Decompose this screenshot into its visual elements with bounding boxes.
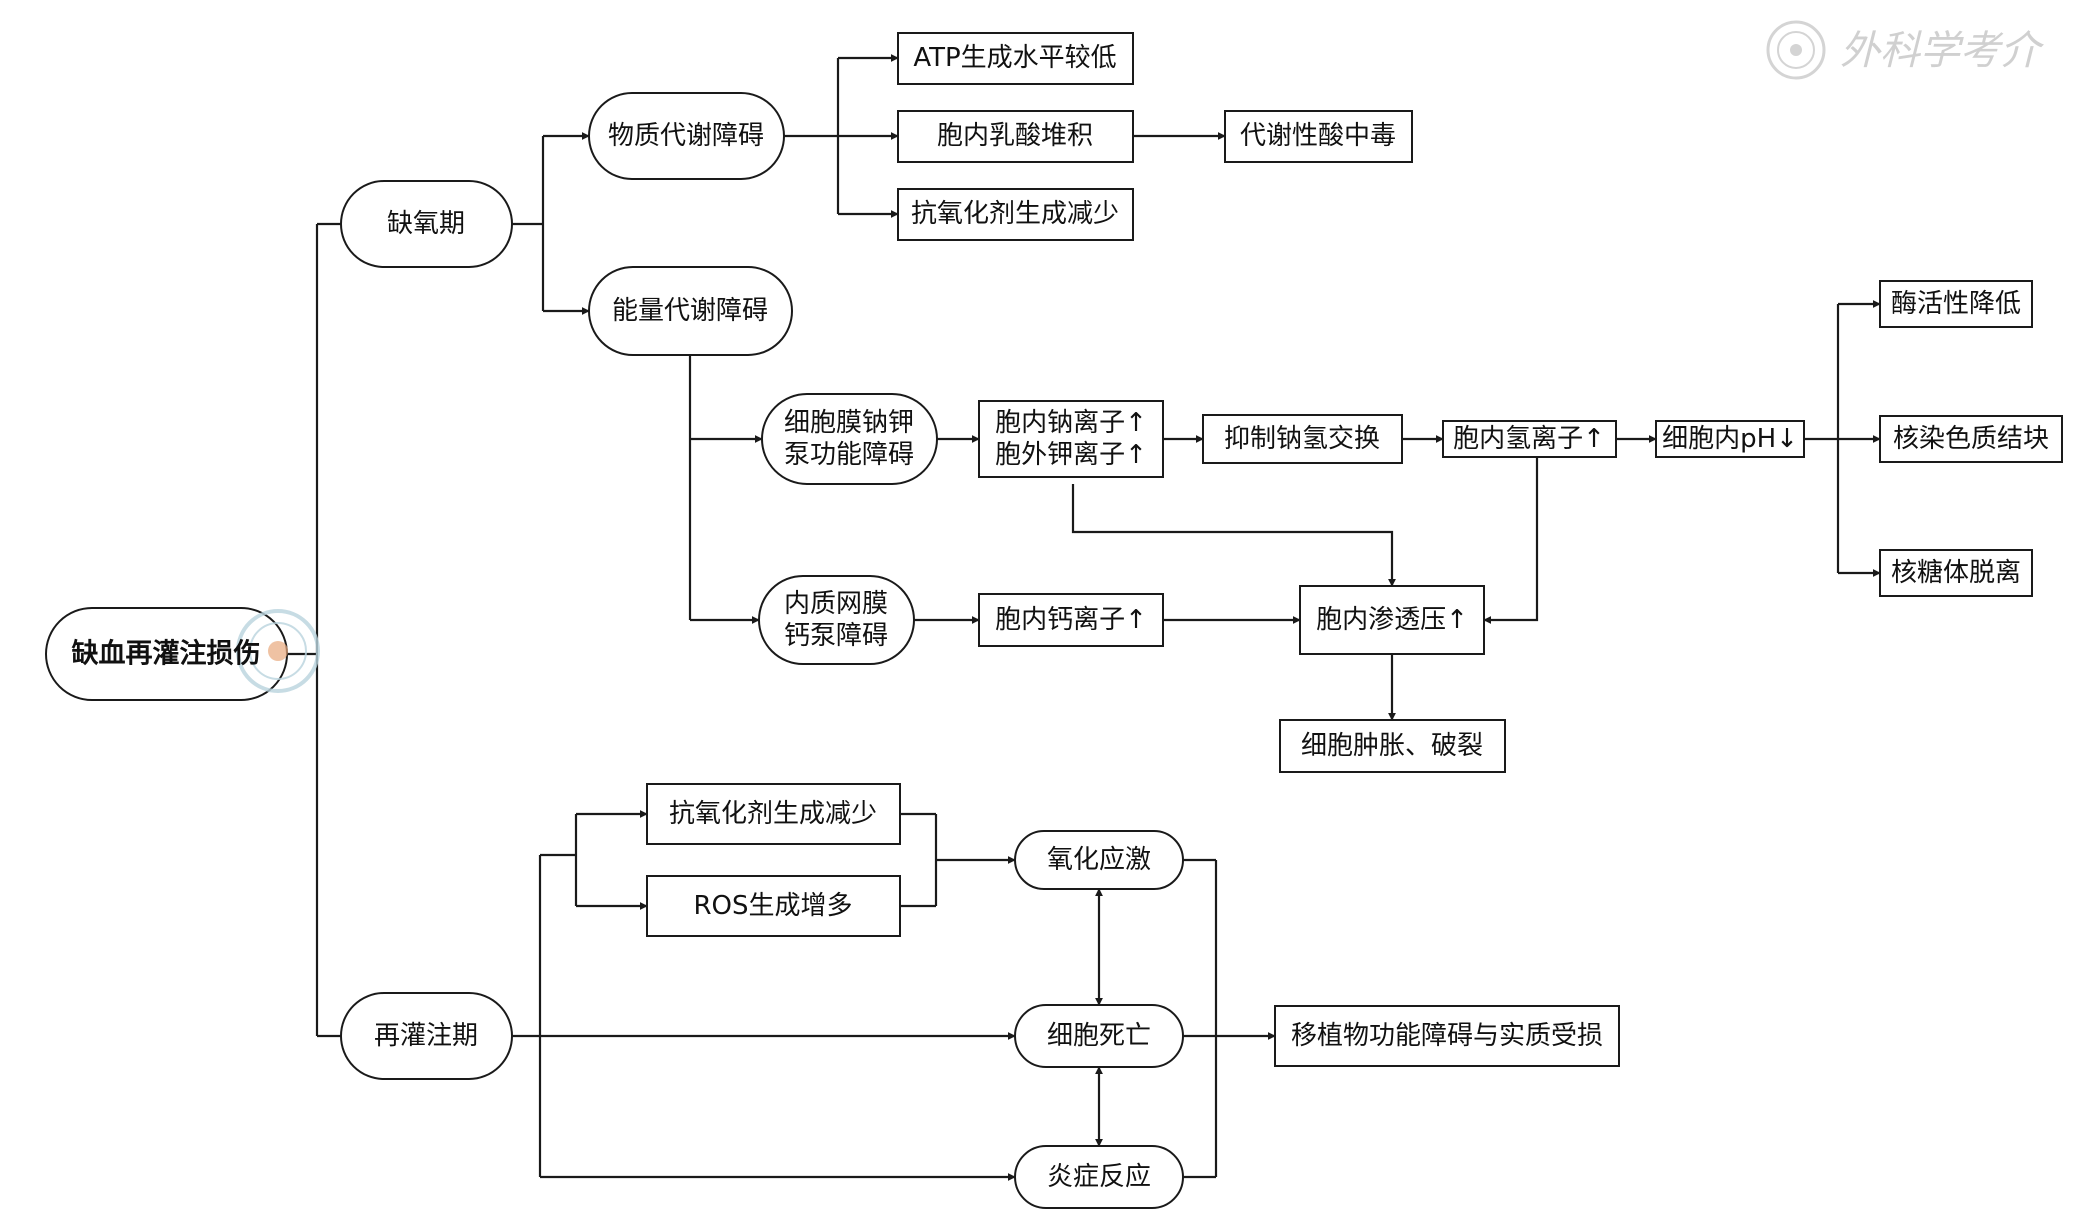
- text-line: 胞外钾离子↑: [995, 440, 1147, 470]
- atp-low-label: ATP生成水平较低: [913, 43, 1116, 73]
- node-inflammation: 炎症反应: [1014, 1145, 1184, 1209]
- osmotic-label: 胞内渗透压↑: [1316, 605, 1468, 635]
- node-reperfusion: 再灌注期: [340, 992, 513, 1080]
- oxidative-stress-label: 氧化应激: [1047, 845, 1151, 875]
- text-line: 细胞膜钠钾: [784, 408, 914, 438]
- seal-watermark-icon: [236, 609, 320, 693]
- node-lactate: 胞内乳酸堆积: [897, 110, 1134, 163]
- node-na-h-inhibit: 抑制钠氢交换: [1202, 414, 1403, 464]
- node-ph: 细胞内pH↓: [1655, 420, 1805, 458]
- text-line: 泵功能障碍: [784, 440, 914, 470]
- node-material-metabolism: 物质代谢障碍: [588, 92, 785, 180]
- node-outcome: 移植物功能障碍与实质受损: [1274, 1005, 1620, 1067]
- connectors: [287, 54, 1881, 1181]
- node-na-k-pump: 细胞膜钠钾泵功能障碍: [761, 393, 938, 485]
- node-cell-death: 细胞死亡: [1014, 1004, 1184, 1068]
- node-energy-metabolism: 能量代谢障碍: [588, 266, 793, 356]
- node-ischemia: 缺氧期: [340, 180, 513, 268]
- text-line: 胞内钠离子↑: [995, 408, 1147, 438]
- node-na-k-ions: 胞内钠离子↑胞外钾离子↑: [978, 400, 1164, 478]
- lactate-label: 胞内乳酸堆积: [937, 121, 1093, 151]
- root-label: 缺血再灌注损伤: [72, 638, 261, 670]
- watermark: 外科学考介: [1766, 20, 2044, 80]
- chromatin-label: 核染色质结块: [1893, 424, 2049, 454]
- node-chromatin: 核染色质结块: [1879, 415, 2063, 463]
- node-antioxidant-reperfusion: 抗氧化剂生成减少: [646, 783, 901, 845]
- node-swelling: 细胞肿胀、破裂: [1279, 719, 1506, 773]
- node-ros: ROS生成增多: [646, 875, 901, 937]
- node-acidosis: 代谢性酸中毒: [1224, 110, 1413, 163]
- energy-metabolism-label: 能量代谢障碍: [612, 296, 768, 326]
- ph-label: 细胞内pH↓: [1662, 424, 1798, 454]
- na-k-pump-label: 细胞膜钠钾泵功能障碍: [784, 408, 914, 470]
- enzyme-activity-label: 酶活性降低: [1891, 289, 2021, 319]
- antioxidant-ischemia-label: 抗氧化剂生成减少: [911, 199, 1119, 229]
- outcome-label: 移植物功能障碍与实质受损: [1291, 1021, 1603, 1051]
- na-h-inhibit-label: 抑制钠氢交换: [1224, 424, 1380, 454]
- antioxidant-reperfusion-label: 抗氧化剂生成减少: [669, 799, 877, 829]
- node-er-pump: 内质网膜钙泵障碍: [758, 575, 915, 665]
- reperfusion-label: 再灌注期: [374, 1021, 478, 1051]
- ca-ion-label: 胞内钙离子↑: [995, 605, 1147, 635]
- watermark-seal-icon: [1766, 20, 1826, 80]
- node-ca-ion: 胞内钙离子↑: [978, 593, 1164, 647]
- er-pump-label: 内质网膜钙泵障碍: [784, 589, 888, 651]
- ischemia-label: 缺氧期: [387, 209, 465, 239]
- node-h-ion: 胞内氢离子↑: [1442, 420, 1617, 458]
- node-ribosome: 核糖体脱离: [1879, 549, 2033, 597]
- node-enzyme-activity: 酶活性降低: [1879, 280, 2033, 328]
- acidosis-label: 代谢性酸中毒: [1240, 121, 1396, 151]
- swelling-label: 细胞肿胀、破裂: [1301, 731, 1483, 761]
- node-atp-low: ATP生成水平较低: [897, 32, 1134, 85]
- ribosome-label: 核糖体脱离: [1891, 558, 2021, 588]
- watermark-text: 外科学考介: [1840, 28, 2044, 74]
- text-line: 钙泵障碍: [784, 621, 888, 651]
- node-osmotic: 胞内渗透压↑: [1299, 585, 1485, 655]
- na-k-ions-label: 胞内钠离子↑胞外钾离子↑: [995, 408, 1147, 470]
- ros-label: ROS生成增多: [693, 891, 852, 921]
- h-ion-label: 胞内氢离子↑: [1453, 424, 1605, 454]
- node-root: 缺血再灌注损伤: [45, 607, 320, 701]
- cell-death-label: 细胞死亡: [1047, 1021, 1151, 1051]
- material-metabolism-label: 物质代谢障碍: [608, 121, 764, 151]
- inflammation-label: 炎症反应: [1047, 1162, 1151, 1192]
- node-oxidative-stress: 氧化应激: [1014, 830, 1184, 890]
- text-line: 内质网膜: [784, 589, 888, 619]
- node-antioxidant-ischemia: 抗氧化剂生成减少: [897, 188, 1134, 241]
